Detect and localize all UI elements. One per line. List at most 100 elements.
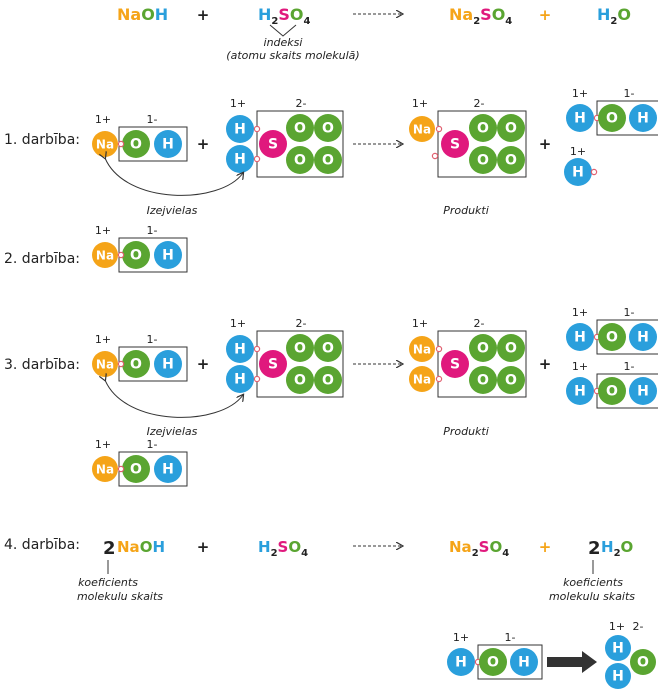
coef-label-2: koeficients: [563, 576, 623, 589]
hydrogen-atom: H: [510, 648, 538, 676]
index-label: indeksi: [264, 36, 303, 49]
svg-text:O: O: [637, 655, 649, 671]
charge-h: 1+: [230, 97, 246, 110]
svg-text:O: O: [477, 373, 489, 389]
svg-text:H: H: [574, 384, 586, 400]
step-4-plus-2: +: [539, 538, 552, 556]
oxygen-atom: O: [122, 241, 150, 269]
svg-text:O: O: [130, 248, 142, 264]
step-3-reactants-label: Izejvielas: [147, 425, 198, 438]
svg-text:H: H: [162, 357, 174, 373]
step-3-plus-1: +: [197, 355, 210, 373]
charge-na: 1+: [95, 333, 111, 346]
charge-na: 1+: [412, 97, 428, 110]
step-2-label: 2. darbība:: [4, 251, 80, 267]
sodium-atom: Na: [409, 336, 435, 362]
svg-text:O: O: [505, 153, 517, 169]
oxygen-atom: O: [469, 146, 497, 174]
charge-h: 1+: [572, 360, 588, 373]
svg-text:O: O: [477, 153, 489, 169]
hydrogen-atom: H: [566, 323, 594, 351]
step-4-label: 4. darbība:: [4, 537, 80, 553]
hydrogen-atom: H: [605, 663, 631, 689]
bond-site: [253, 155, 261, 163]
hydrogen-atom: H: [605, 635, 631, 661]
oxygen-atom: O: [122, 455, 150, 483]
hydrogen-atom: H: [566, 104, 594, 132]
hydrogen-atom: H: [154, 241, 182, 269]
step-4-coef-h2o: 2: [588, 538, 601, 559]
svg-text:O: O: [322, 153, 334, 169]
oxygen-atom: O: [286, 334, 314, 362]
step-4-coef-naoh: 2: [103, 538, 116, 559]
hydrogen-atom: H: [226, 365, 254, 393]
bond-site: [435, 345, 443, 353]
svg-text:H: H: [234, 122, 246, 138]
charge-so4: 2-: [474, 317, 485, 330]
transform-arrow: [547, 651, 597, 673]
hydrogen-atom: H: [629, 104, 657, 132]
charge-oh: 1-: [147, 438, 158, 451]
oxygen-atom: O: [314, 334, 342, 362]
svg-text:S: S: [450, 137, 460, 153]
oxygen-atom: O: [314, 114, 342, 142]
step-4-formula-h2so4: H2SO4: [258, 538, 308, 559]
charge-h: 1+: [572, 306, 588, 319]
svg-text:H: H: [572, 165, 584, 181]
header-formula-h2o: H2O: [597, 5, 631, 27]
coef-sublabel-2: molekulu skaits: [549, 590, 635, 603]
oxygen-atom: O: [630, 649, 656, 675]
svg-text:Na: Na: [96, 249, 114, 263]
bond-site: [117, 140, 125, 148]
sulfur-atom: S: [259, 130, 287, 158]
hydrogen-atom: H: [226, 115, 254, 143]
svg-text:H: H: [637, 330, 649, 346]
step-3-label: 3. darbība:: [4, 357, 80, 373]
sulfur-atom: S: [441, 130, 469, 158]
svg-text:O: O: [477, 341, 489, 357]
oxygen-atom: O: [286, 146, 314, 174]
svg-text:O: O: [322, 121, 334, 137]
svg-text:H: H: [574, 330, 586, 346]
hydrogen-atom: H: [629, 323, 657, 351]
svg-text:S: S: [450, 357, 460, 373]
svg-text:O: O: [487, 655, 499, 671]
svg-text:O: O: [294, 153, 306, 169]
svg-text:O: O: [505, 341, 517, 357]
hydrogen-atom: H: [226, 335, 254, 363]
charge-so4: 2-: [296, 317, 307, 330]
svg-text:O: O: [294, 373, 306, 389]
step-4-formula-na2so4: Na2SO4: [449, 538, 509, 559]
header-plus-2: +: [539, 6, 552, 24]
bond-site: [435, 125, 443, 133]
sulfate-box: [437, 330, 527, 398]
bond-site: [117, 465, 125, 473]
sodium-atom: Na: [92, 456, 118, 482]
oxygen-atom: O: [479, 648, 507, 676]
oxygen-atom: O: [286, 114, 314, 142]
svg-text:H: H: [637, 111, 649, 127]
charge-h: 1+: [230, 317, 246, 330]
coef-sublabel-1: molekulu skaits: [77, 590, 163, 603]
sodium-atom: Na: [92, 351, 118, 377]
charge-na: 1+: [95, 113, 111, 126]
svg-text:Na: Na: [96, 358, 114, 372]
svg-text:Na: Na: [413, 343, 431, 357]
charge-so4: 2-: [474, 97, 485, 110]
svg-text:Na: Na: [413, 373, 431, 387]
header-formula-naoh: NaOH: [117, 5, 168, 24]
oxygen-atom: O: [497, 366, 525, 394]
sulfur-atom: S: [259, 350, 287, 378]
header-formula-na2so4: Na2SO4: [449, 5, 512, 27]
svg-text:O: O: [322, 341, 334, 357]
oxygen-atom: O: [598, 323, 626, 351]
oxygen-atom: O: [497, 114, 525, 142]
hydrogen-atom: H: [564, 158, 592, 186]
svg-text:O: O: [606, 111, 618, 127]
svg-text:O: O: [322, 373, 334, 389]
sulfate-box: [437, 110, 527, 178]
charge-h: 1+: [572, 87, 588, 100]
svg-text:H: H: [162, 248, 174, 264]
